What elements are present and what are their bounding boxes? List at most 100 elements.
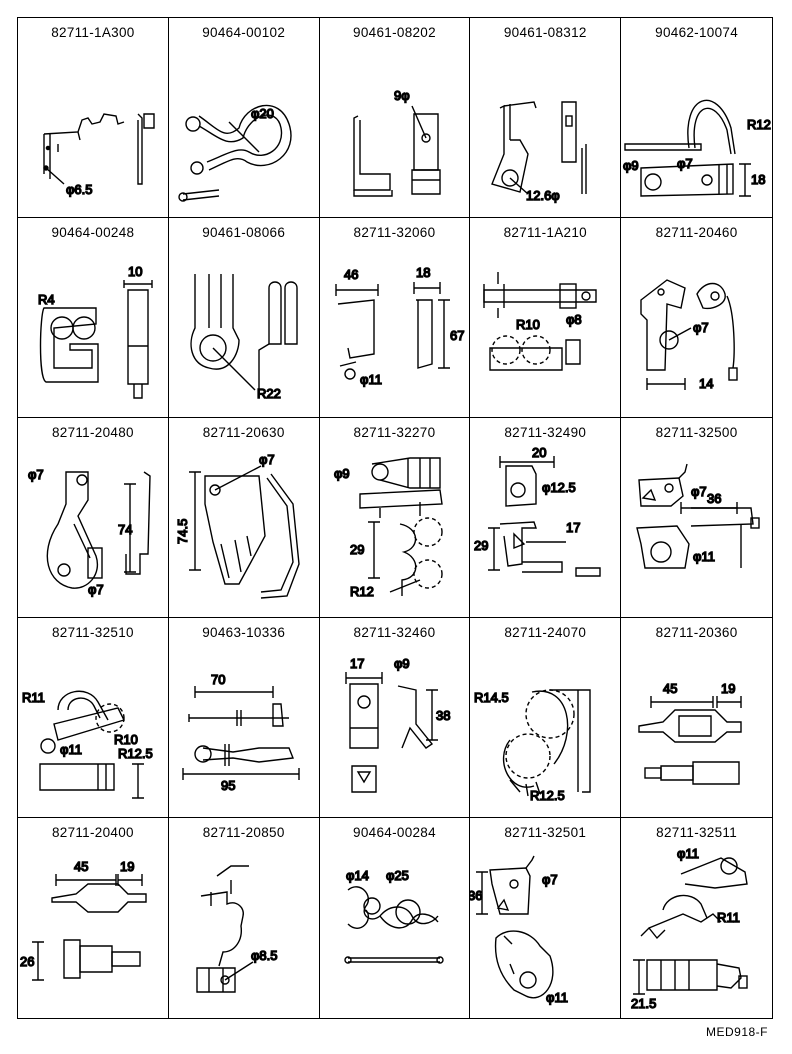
dimension-label: 10 [128, 264, 142, 279]
part-cell[interactable]: 82711-20630 74.5 φ7 [168, 418, 320, 618]
dimension-label: φ8.5 [251, 948, 278, 963]
part-drawing: 46 18 67 φ11 [320, 244, 470, 417]
part-drawing: φ8.5 [169, 844, 319, 1018]
dimension-label: φ14 [346, 868, 369, 883]
part-drawing: φ14 φ25 [320, 844, 470, 1018]
dimension-label: 74 [118, 522, 132, 537]
part-drawing: 14 φ7 [621, 244, 772, 417]
dimension-label: φ25 [386, 868, 409, 883]
dimension-label: φ7 [691, 484, 707, 499]
dimension-label: φ7 [693, 320, 709, 335]
dimension-label: φ7 [28, 467, 44, 482]
part-cell[interactable]: 90464-00284 φ14 φ25 [320, 818, 471, 1018]
part-drawing: 12.6φ [470, 44, 620, 217]
part-cell[interactable]: 90463-10336 70 95 [168, 618, 320, 818]
part-cell[interactable]: 82711-20850 φ8.5 [169, 818, 320, 1018]
part-cell[interactable]: 90462-10074 R12 φ9 φ7 18 [621, 18, 772, 218]
part-cell[interactable]: 90464-00102 φ20 [168, 18, 320, 218]
dimension-label: R11 [717, 910, 740, 925]
dimension-label: R14.5 [474, 690, 509, 705]
part-drawing: φ11 R11 21.5 [621, 844, 772, 1018]
part-number: 82711-32511 [656, 825, 738, 840]
dimension-label: 29 [474, 538, 488, 553]
part-cell[interactable]: 90461-08066 R22 [168, 218, 320, 418]
part-cell[interactable]: 82711-32270 29 φ9 R12 [319, 418, 471, 618]
dimension-label: R10 [516, 317, 540, 332]
dimension-label: φ9 [623, 158, 639, 173]
dimension-label: φ11 [360, 372, 382, 387]
part-number: 82711-32460 [353, 625, 436, 640]
part-cell[interactable]: 82711-32060 46 18 67 φ11 [319, 218, 471, 418]
dimension-label: 19 [721, 681, 735, 696]
dimension-label: φ9 [334, 466, 350, 481]
part-number: 82711-32501 [504, 825, 587, 840]
dimension-label: φ11 [546, 990, 568, 1005]
part-cell[interactable]: 82711-20480 φ7 74 φ7 [18, 418, 169, 618]
dimension-label: φ11 [60, 742, 82, 757]
part-drawing: R10 φ8 [470, 244, 620, 417]
part-drawing: 20 φ12.5 17 29 [470, 444, 620, 617]
dimension-label: R4 [38, 292, 55, 307]
part-drawing: 9φ [320, 44, 470, 217]
dimension-label: φ7 [677, 156, 693, 171]
part-drawing: φ7 74 φ7 [18, 444, 168, 617]
part-number: 82711-20460 [655, 225, 738, 240]
part-drawing: 70 95 [169, 644, 319, 817]
dimension-label: R12 [747, 117, 771, 132]
part-drawing: 29 φ9 R12 [320, 444, 470, 617]
part-number: 90461-08066 [202, 225, 286, 240]
dimension-label: φ9 [394, 656, 410, 671]
part-drawing: 36 φ7 φ11 [470, 844, 620, 1018]
dimension-label: 95 [221, 778, 235, 793]
part-cell[interactable]: 82711-32511 φ11 R11 21.5 [621, 818, 772, 1018]
part-drawing: R22 [169, 244, 319, 417]
part-drawing: R4 10 [18, 244, 168, 417]
part-number: 82711-20850 [202, 825, 285, 840]
dimension-label: φ11 [677, 846, 699, 861]
part-cell[interactable]: 90464-00248 R4 10 [18, 218, 169, 418]
part-cell[interactable]: 82711-20460 14 φ7 [621, 218, 772, 418]
part-drawing: φ6.5 [18, 44, 168, 217]
part-cell[interactable]: 82711-32460 17 φ9 38 [319, 618, 471, 818]
dimension-label: 45 [74, 859, 88, 874]
dimension-label: 21.5 [631, 996, 656, 1011]
dimension-label: 14 [699, 376, 713, 391]
dimension-label: 18 [416, 265, 430, 280]
dimension-label: φ11 [693, 549, 715, 564]
dimension-label: R12 [350, 584, 374, 599]
part-number: 82711-32060 [353, 225, 436, 240]
part-drawing: 45 19 26 [18, 844, 168, 1018]
part-cell[interactable]: 82711-20360 45 19 [621, 618, 772, 818]
part-number: 82711-32510 [51, 625, 134, 640]
part-cell[interactable]: 90461-08202 9φ [319, 18, 471, 218]
part-number: 82711-1A300 [51, 25, 135, 40]
dimension-label: 26 [20, 954, 34, 969]
dimension-label: R12.5 [530, 788, 565, 803]
part-number: 90461-08312 [503, 25, 587, 40]
part-number: 82711-20630 [202, 425, 285, 440]
part-cell[interactable]: 82711-20400 45 19 26 [18, 818, 169, 1018]
part-cell[interactable]: 82711-1A300 φ6.5 [18, 18, 169, 218]
part-number: 82711-20400 [51, 825, 134, 840]
dimension-label: 70 [211, 672, 225, 687]
drawing-code: MED918-F [705, 1025, 768, 1039]
part-number: 82711-32270 [353, 425, 436, 440]
part-cell[interactable]: 82711-24070 R14.5 R12.5 [470, 618, 622, 818]
dimension-label: 45 [663, 681, 677, 696]
part-number: 82711-32500 [655, 425, 738, 440]
dimension-label: 20 [532, 445, 546, 460]
part-number: 90464-00102 [202, 25, 286, 40]
part-cell[interactable]: 82711-32500 φ7 36 φ11 [621, 418, 772, 618]
dimension-label: φ6.5 [66, 182, 93, 197]
dimension-label: R11 [22, 690, 45, 705]
dimension-label: 9φ [394, 88, 410, 103]
part-cell[interactable]: 90461-08312 12.6φ [470, 18, 622, 218]
part-number: 82711-20360 [655, 625, 738, 640]
dimension-label: 36 [707, 491, 721, 506]
part-drawing: 17 φ9 38 [320, 644, 470, 817]
dimension-label: φ7 [88, 582, 104, 597]
part-cell[interactable]: 82711-32501 36 φ7 φ11 [470, 818, 622, 1018]
part-cell[interactable]: 82711-1A210 R10 φ8 [470, 218, 622, 418]
part-cell[interactable]: 82711-32510 R11 R10 φ11 R12.5 [18, 618, 169, 818]
part-cell[interactable]: 82711-32490 20 φ12.5 17 29 [470, 418, 622, 618]
